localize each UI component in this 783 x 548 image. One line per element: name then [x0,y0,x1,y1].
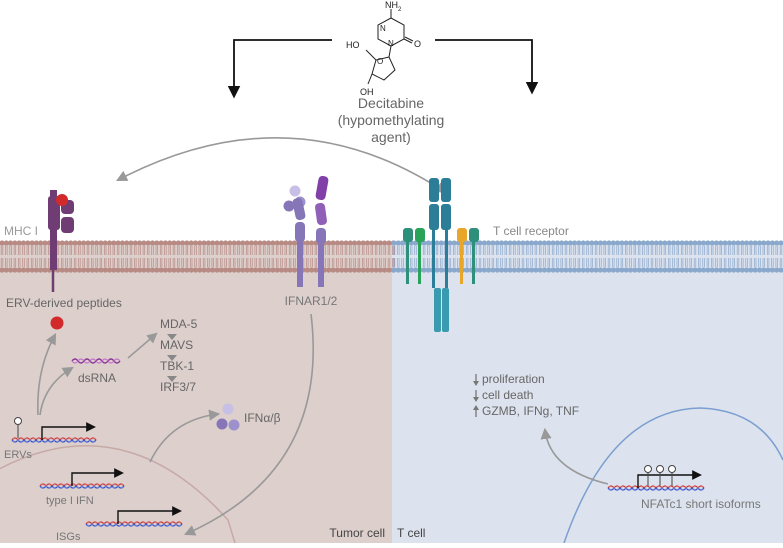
gene-helix-type-i-ifn [39,483,125,489]
tumor-nucleus [0,445,236,544]
nh2-label: NH2 [385,0,402,13]
ho-label: HO [346,40,360,50]
tumor-cell-label: Tumor cell [329,526,385,540]
arrow-erv-to-dsrna [39,366,74,416]
promoter-arrow-type-i-ifn [71,468,124,486]
promoter-arrow-isgs [117,506,182,524]
decitabine-structure [365,9,414,85]
tumor-cell-membrane [0,240,396,273]
tumor-cell-cytoplasm [0,242,392,543]
effect-arrow-cell-death [473,390,479,402]
pathway-arrow-1 [167,334,177,340]
effect-cell-death: cell death [482,388,533,402]
gene-helix-nfatc1 [607,485,705,491]
gene-helices [11,422,705,527]
arrow-ifnar-to-isgs [183,313,315,536]
t-cell-nucleus [563,407,783,544]
effect-proliferation: proliferation [482,372,545,386]
mhc-label: MHC I [4,224,38,238]
erv-peptides-label: ERV-derived peptides [6,296,122,310]
gene-helix-ervs [11,437,97,443]
arrow-to-tcell [435,39,539,95]
tcr-label: T cell receptor [493,224,569,238]
ring-o-label: O [377,57,383,66]
ifn-molecule-1 [222,403,234,415]
promoter-arrow-ervs [41,422,96,440]
pathway-arrow-2 [167,355,177,361]
dsrna-label: dsRNA [78,371,116,385]
ring-n3-label: N [388,39,394,48]
ifn-ab-label: IFNα/β [244,411,281,425]
ifn-molecule-2 [216,418,228,430]
t-cell-cytoplasm [392,242,783,543]
drug-name: Decitabine [358,95,424,111]
effect-arrow-cytokines [473,405,479,417]
ifnar-label: IFNAR1/2 [285,294,338,308]
carbonyl-o-label: O [414,39,421,49]
mhc-i-receptor [48,190,74,292]
pathway-step-2: MAVS [160,338,193,352]
gene-helix-isgs [85,521,183,527]
pathway-step-1: MDA-5 [160,317,198,331]
arrow-nfatc1-to-effects [540,427,609,485]
arrow-dsrna-to-mda5 [127,332,158,359]
t-cell-label: T cell [397,526,425,540]
gene-label-type-i-ifn: type I IFN [46,495,94,507]
pathway-arrow-3 [167,376,177,382]
arrow-ifn-to-ifnab [149,409,221,463]
nfatc1-label: NFATc1 short isoforms [641,497,761,511]
arrow-erv-to-peptide [37,333,57,416]
pathway-step-4: IRF3/7 [160,380,196,394]
drug-description-line1: (hypomethylating [338,112,445,128]
dsrna-squiggle-2 [71,358,121,364]
pathway-step-3: TBK-1 [160,359,194,373]
curved-arrow-mhc-tcr [116,137,447,194]
ifnar-receptor [283,175,329,287]
gene-label-ervs: ERVs [4,449,32,461]
nfatc1-gene-methylation [644,465,676,486]
ifn-molecule-3 [228,419,240,431]
drug-description-line2: agent) [371,129,411,145]
effect-arrow-proliferation [473,374,479,386]
effect-cytokines: GZMB, IFNg, TNF [482,404,579,418]
erv-peptide [50,316,64,330]
oh-label: OH [360,87,374,97]
arrow-to-tumor [227,39,332,99]
ring-n1-label: N [380,24,386,33]
gene-label-isgs: ISGs [56,531,81,543]
promoter-arrow-nfatc1 [637,470,702,488]
erv-methylation-mark [14,417,22,438]
t-cell-receptor-complex [403,178,479,332]
